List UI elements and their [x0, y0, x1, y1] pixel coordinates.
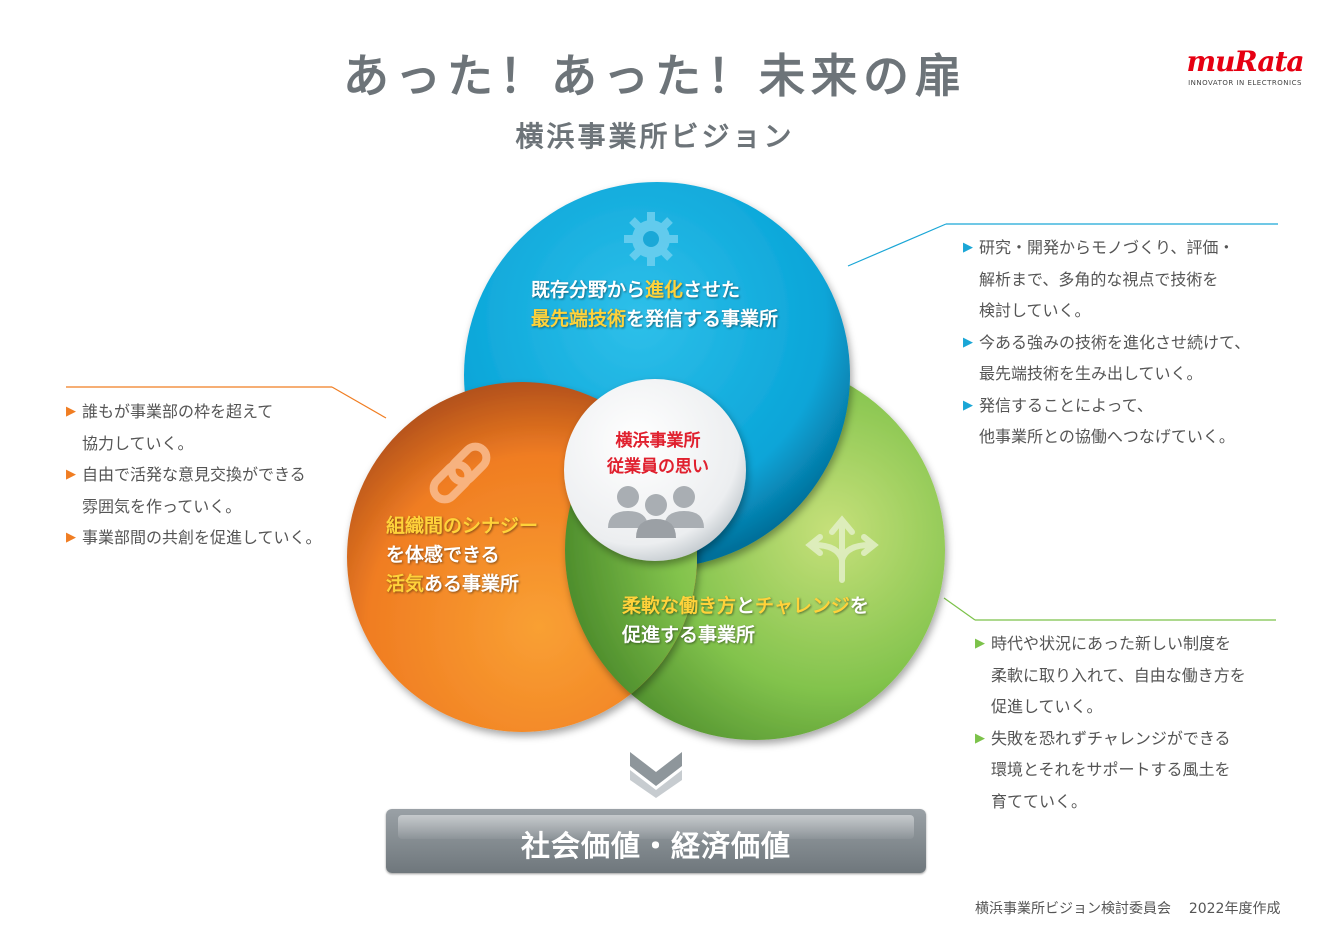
note-item: ▶ 失敗を恐れずチャレンジができる環境とそれをサポートする風土を育てていく。: [975, 723, 1246, 818]
center-circle: [564, 379, 746, 561]
note-line: 失敗を恐れずチャレンジができる: [991, 728, 1231, 748]
blue-text-1a: 既存分野から: [531, 279, 646, 301]
blue-text-1c: させた: [683, 279, 741, 301]
orange-circle-text: 組織間のシナジー を体感できる 活気ある事業所: [386, 512, 538, 599]
page-subtitle: 横浜事業所ビジョン: [515, 120, 795, 153]
orange-callout-diag: [331, 386, 387, 419]
blue-callout-diag: [847, 223, 947, 267]
note-item: ▶ 発信することによって、他事業所との協働へつなげていく。: [963, 390, 1250, 453]
note-line: 環境とそれをサポートする風土を: [991, 760, 1231, 779]
center-text-1: 横浜事業所: [615, 431, 701, 451]
note-line: 柔軟に取り入れて、自由な働き方を: [991, 665, 1246, 685]
green-text-2: 促進する事業所: [622, 624, 756, 646]
green-text-1c: チャレンジ: [755, 595, 850, 617]
center-text-2: 従業員の思い: [607, 457, 709, 477]
logo-tagline: INNOVATOR IN ELECTRONICS: [1188, 79, 1302, 87]
blue-circle-text: 既存分野から進化させた 最先端技術を発信する事業所: [531, 276, 778, 334]
triangle-bullet-icon: ▶: [66, 530, 76, 545]
blue-text-1b: 進化: [645, 279, 684, 301]
murata-logo: muRata INNOVATOR IN ELECTRONICS: [1180, 45, 1310, 88]
note-line: 今ある強みの技術を進化させ続けて、: [979, 332, 1251, 352]
footer-year: 2022年度作成: [1188, 901, 1281, 917]
note-line: 自由で活発な意見交換ができる: [82, 465, 306, 484]
note-item: ▶ 今ある強みの技術を進化させ続けて、最先端技術を生み出していく。: [963, 327, 1250, 390]
banner-gloss: [398, 815, 914, 839]
triangle-bullet-icon: ▶: [963, 240, 973, 255]
note-line: 検討していく。: [979, 301, 1091, 320]
green-notes: ▶時代や状況にあった新しい制度を柔軟に取り入れて、自由な働き方を促進していく。 …: [975, 628, 1246, 817]
green-text-1b: と: [736, 595, 756, 617]
triangle-bullet-icon: ▶: [963, 397, 973, 413]
note-item: ▶ 時代や状況にあった新しい制度を柔軟に取り入れて、自由な働き方を促進していく。: [975, 628, 1246, 723]
note-line: 他事業所との協働へつなげていく。: [979, 427, 1235, 446]
note-line: 発信することによって、: [979, 395, 1153, 415]
note-line: 雰囲気を作っていく。: [82, 496, 242, 516]
gear-icon: [624, 212, 678, 266]
center-text: 横浜事業所 従業員の思い: [578, 428, 738, 480]
green-circle-text: 柔軟な働き方とチャレンジを 促進する事業所: [622, 592, 869, 650]
note-line: 解析まで、多角的な視点で技術を: [979, 269, 1219, 289]
blue-text-2b: を発信する事業所: [626, 308, 779, 330]
blue-text-2a: 最先端技術: [531, 308, 627, 330]
blue-notes: ▶研究・開発からモノづくり、評価・解析まで、多角的な視点で技術を検討していく。 …: [963, 232, 1250, 453]
green-text-1a: 柔軟な働き方: [622, 595, 737, 617]
triangle-bullet-icon: ▶: [963, 334, 973, 350]
note-item: ▶ 自由で活発な意見交換ができる雰囲気を作っていく。: [66, 459, 322, 522]
triangle-bullet-icon: ▶: [975, 730, 985, 746]
green-callout-diag: [943, 597, 976, 621]
orange-text-1: 組織間のシナジー: [386, 515, 539, 537]
split-arrows-icon: [805, 515, 879, 583]
note-line: 研究・開発からモノづくり、評価・: [979, 238, 1235, 257]
note-item: ▶ 誰もが事業部の枠を超えて協力していく。: [66, 396, 322, 459]
orange-text-2: を体感できる: [386, 544, 500, 566]
page-title: あった！あった！未来の扉: [343, 49, 967, 103]
note-item: ▶ 研究・開発からモノづくり、評価・解析まで、多角的な視点で技術を検討していく。: [963, 232, 1250, 327]
note-line: 最先端技術を生み出していく。: [979, 364, 1203, 383]
people-icon: [608, 486, 704, 538]
footer-committee: 横浜事業所ビジョン検討委員会: [975, 901, 1171, 917]
green-text-1d: を: [849, 595, 869, 617]
link-icon: [429, 442, 491, 504]
result-banner: 社会価値・経済価値: [386, 809, 926, 873]
note-item: ▶ 事業部間の共創を促進していく。: [66, 522, 322, 554]
triangle-bullet-icon: ▶: [66, 404, 76, 419]
note-line: 時代や状況にあった新しい制度を: [991, 634, 1232, 653]
triangle-bullet-icon: ▶: [975, 636, 985, 651]
orange-text-3a: 活気: [386, 573, 425, 595]
note-line: 事業部間の共創を促進していく。: [82, 528, 322, 547]
footer: 横浜事業所ビジョン検討委員会 2022年度作成: [975, 898, 1280, 918]
orange-text-3b: ある事業所: [424, 573, 520, 595]
note-line: 協力していく。: [82, 433, 194, 453]
note-line: 誰もが事業部の枠を超えて: [82, 402, 274, 421]
note-line: 育てていく。: [991, 791, 1088, 811]
result-label: 社会価値・経済価値: [520, 829, 791, 863]
logo-wordmark: muRata: [1186, 45, 1304, 78]
down-chevron-icon: [630, 752, 682, 798]
note-line: 促進していく。: [991, 697, 1103, 716]
triangle-bullet-icon: ▶: [66, 467, 76, 482]
orange-notes: ▶ 誰もが事業部の枠を超えて協力していく。 ▶ 自由で活発な意見交換ができる雰囲気を…: [66, 396, 322, 554]
